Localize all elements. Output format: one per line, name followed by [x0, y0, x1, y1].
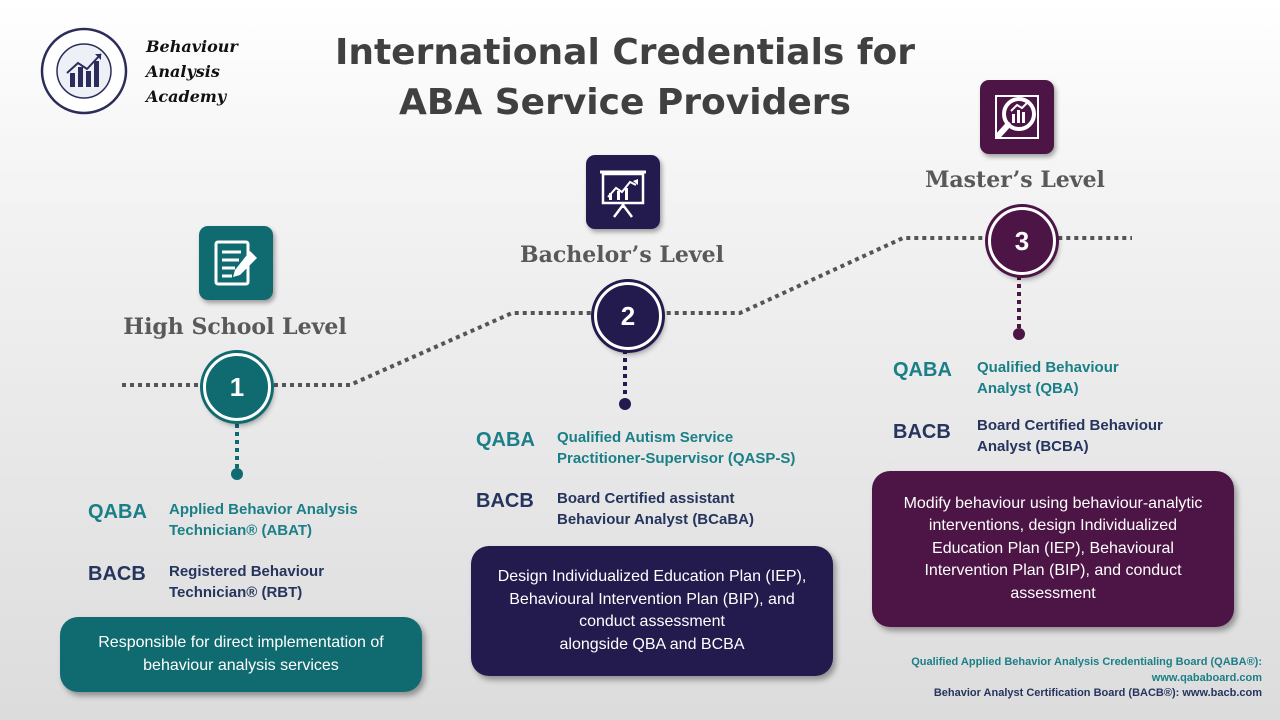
page-title: International Credentials for ABA Servic… [334, 32, 916, 123]
level-1-bacb-org: BACB [88, 563, 146, 585]
footer-qaba-reference: Qualified Applied Behavior Analysis Cred… [911, 656, 1262, 684]
presentation-chart-icon [586, 155, 660, 229]
level-1-qaba-org: QABA [88, 501, 147, 523]
level-3-bacb-org: BACB [893, 421, 951, 443]
level-3-description: Modify behaviour using behaviour-analyti… [872, 471, 1234, 627]
level-2-bacb-org: BACB [476, 490, 534, 512]
level-3-label: Master’s Level [925, 167, 1105, 193]
level-1-label: High School Level [123, 314, 347, 340]
academy-logo [40, 27, 128, 115]
academy-name: Behaviour Analysis Academy [146, 37, 238, 106]
level-3-number: 3 [988, 207, 1056, 275]
level-3-bacb-credential: Board Certified Behaviour Analyst (BCBA) [977, 417, 1163, 455]
document-edit-icon [199, 226, 273, 300]
level-2-bacb-credential: Board Certified assistant Behaviour Anal… [557, 490, 754, 528]
level-1-description: Responsible for direct implementation of… [60, 617, 422, 692]
level-1-bacb-credential: Registered Behaviour Technician® (RBT) [169, 563, 325, 601]
level-2-label: Bachelor’s Level [520, 242, 724, 268]
magnifier-chart-icon [980, 80, 1054, 154]
level-2-number: 2 [594, 282, 662, 350]
level-2-description: Design Individualized Education Plan (IE… [471, 546, 833, 676]
level-3-qaba-org: QABA [893, 359, 952, 381]
level-2-qaba-credential: Qualified Autism Service Practitioner-Su… [557, 429, 796, 467]
level-1-qaba-credential: Applied Behavior Analysis Technician® (A… [169, 501, 358, 539]
footer-bacb-reference: Behavior Analyst Certification Board (BA… [933, 687, 1262, 699]
level-3-qaba-credential: Qualified Behaviour Analyst (QBA) [977, 359, 1119, 397]
level-1-number: 1 [203, 353, 271, 421]
level-2-qaba-org: QABA [476, 429, 535, 451]
